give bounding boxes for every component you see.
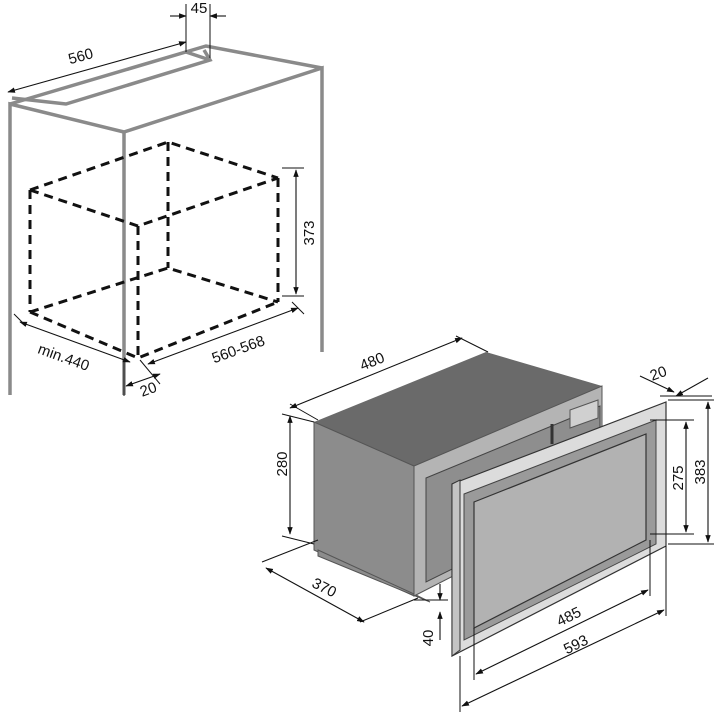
dim-label-280: 280 xyxy=(274,451,291,476)
dim-ext-440 xyxy=(13,313,27,327)
dim-label-383: 383 xyxy=(692,459,709,484)
dim-niche-width: min.440 xyxy=(13,313,131,375)
dim-line-370 xyxy=(265,567,365,623)
microwave-control-panel xyxy=(569,399,599,429)
dim-ext-280-bottom xyxy=(281,535,315,545)
dim-cabinet-width: 560 xyxy=(7,34,187,93)
niche-dashed-box xyxy=(28,140,280,360)
dim-label-593: 593 xyxy=(561,632,591,658)
dim-label-20-cabinet: 20 xyxy=(138,379,159,401)
dim-inner-height: 275 xyxy=(650,419,694,535)
dim-ext-370-right xyxy=(359,597,419,623)
dim-front-gap: 20 xyxy=(123,359,161,401)
dim-ext-560-568 xyxy=(291,301,305,315)
dim-ext-370-left xyxy=(261,539,319,563)
dim-label-560: 560 xyxy=(67,45,96,68)
niche-back-top xyxy=(29,140,279,192)
dim-line-560-568 xyxy=(147,307,299,365)
cabinet-top-cutout-inner xyxy=(185,50,211,62)
dim-line-440 xyxy=(19,321,131,363)
dim-bottom-offset: 40 xyxy=(414,584,448,646)
dim-label-20-frame: 20 xyxy=(648,363,669,385)
cabinet-outline xyxy=(8,44,324,395)
microwave-top-face xyxy=(314,352,602,466)
dim-body-depth: 480 xyxy=(289,335,489,421)
dim-body-height: 280 xyxy=(274,413,315,545)
dim-frame-height: 383 xyxy=(668,399,714,545)
dim-niche-height: 373 xyxy=(282,167,318,297)
microwave-plinth xyxy=(317,549,431,603)
dim-niche-depth: 560-568 xyxy=(147,301,305,367)
microwave-door-glass xyxy=(473,433,647,629)
niche-front-top xyxy=(29,176,279,228)
niche-bottom-back xyxy=(29,266,279,314)
dim-line-560 xyxy=(7,41,187,93)
dim-line-593 xyxy=(461,609,665,707)
dim-frame-depth: 20 xyxy=(639,363,712,397)
dim-line-20-cab xyxy=(125,373,161,387)
dim-label-370: 370 xyxy=(309,575,339,602)
dim-arrow-20-right xyxy=(675,377,709,397)
microwave-frame-edge xyxy=(451,479,461,657)
microwave-illustration xyxy=(313,352,667,657)
dim-top-cutout: 45 xyxy=(170,0,226,58)
dim-label-40: 40 xyxy=(420,630,437,647)
dim-label-min440: min.440 xyxy=(36,341,92,375)
dim-arrow-20-left xyxy=(639,375,675,393)
dim-label-485: 485 xyxy=(554,604,584,630)
dim-label-45: 45 xyxy=(191,0,208,17)
dim-label-275: 275 xyxy=(670,465,687,490)
dim-label-373: 373 xyxy=(301,220,318,245)
dim-line-480 xyxy=(289,337,463,409)
